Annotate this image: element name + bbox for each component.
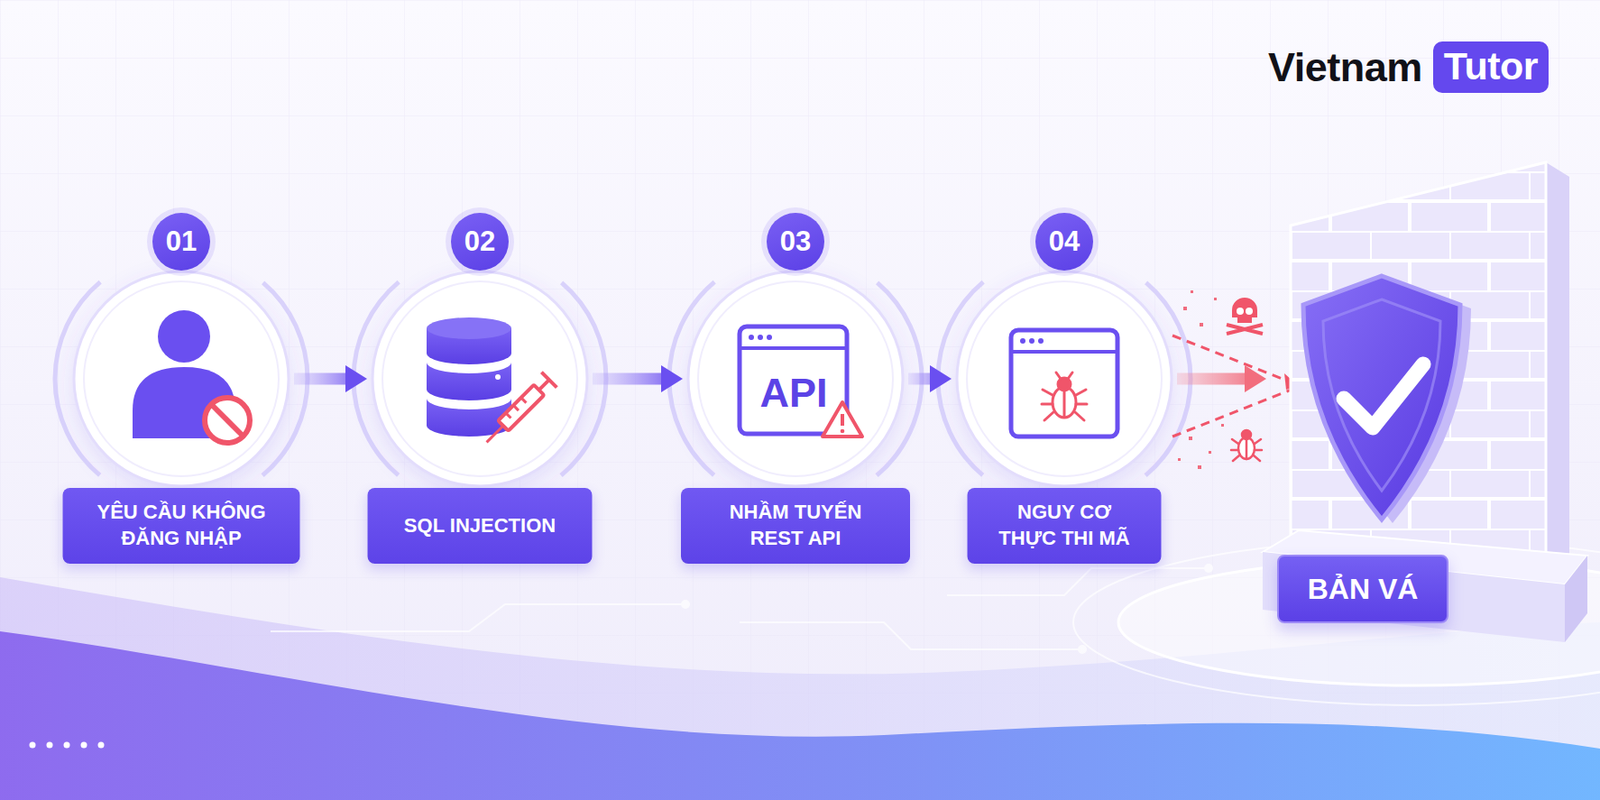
- flow-arrow: [294, 373, 346, 386]
- database-syringe-icon: [426, 317, 557, 451]
- flow-arrow: [1177, 373, 1245, 386]
- logo-word: Vietnam: [1268, 44, 1423, 92]
- flow-arrow: [908, 373, 930, 386]
- circuit-lines: [270, 564, 1213, 653]
- dots: [29, 742, 105, 749]
- step-node: 02SQL INJECTION: [372, 271, 588, 487]
- logo: VietnamTutor: [1268, 41, 1549, 93]
- step-node: 01YÊU CẦU KHÔNG ĐĂNG NHẬP: [73, 271, 289, 487]
- step-label: SQL INJECTION: [367, 487, 593, 564]
- threat-marks: [1172, 290, 1299, 469]
- step-circles: [55, 252, 1191, 506]
- step-label: YÊU CẦU KHÔNG ĐĂNG NHẬP: [63, 487, 301, 564]
- logo-badge: Tutor: [1433, 41, 1549, 93]
- user-blocked-icon: [132, 310, 250, 443]
- bug-window-icon: [1011, 330, 1118, 437]
- step-label: NGUY CƠ THỰC THI MÃ: [967, 487, 1162, 564]
- shield: [1303, 275, 1472, 524]
- api-window-icon: [739, 326, 863, 437]
- step-number: 04: [1035, 212, 1094, 271]
- step-label: NHẦM TUYẾN REST API: [680, 487, 911, 564]
- step-number: 03: [766, 212, 825, 271]
- flow-arrow: [592, 373, 662, 386]
- api-text: API: [759, 369, 828, 417]
- patch-label: BẢN VÁ: [1277, 554, 1449, 624]
- brick-wall: [1073, 162, 1600, 706]
- step-number: 02: [450, 212, 509, 271]
- step-node: 04NGUY CƠ THỰC THI MÃ: [956, 271, 1172, 487]
- patch-node: BẢN VÁ: [1271, 157, 1561, 632]
- step-number: 01: [152, 212, 211, 271]
